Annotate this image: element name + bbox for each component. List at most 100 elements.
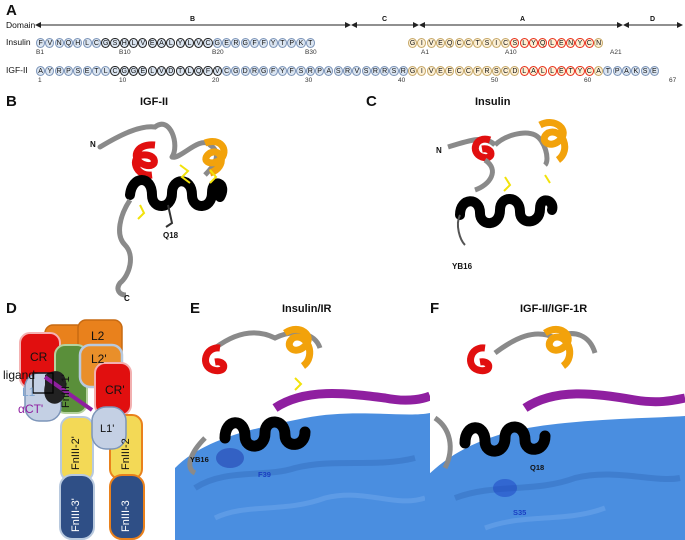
residue-circle: V [156, 66, 167, 76]
residue-circle: C [454, 38, 464, 48]
residue-circle: E [82, 66, 92, 76]
residue-circle: V [426, 38, 436, 48]
residue-circle: G [240, 38, 250, 48]
residue-circle: H [73, 38, 83, 48]
residue-circle: V [352, 66, 362, 76]
ins-b1-number: B1 [36, 49, 44, 56]
domain-arrows [35, 22, 683, 28]
residue-circle: A [621, 66, 632, 76]
igf2-igf1r-complex [425, 325, 685, 540]
receptor-label-fn1-prime: FnIII-1' [60, 374, 72, 408]
receptor-label-l2: L2 [91, 329, 105, 343]
insulin-cartoon-structure [447, 119, 569, 246]
residue-circle: F [259, 38, 269, 48]
igf-num-67: 67 [669, 77, 677, 84]
residue-circle: L [547, 38, 557, 48]
residue-circle: C [501, 38, 511, 48]
residue-circle: G [408, 66, 418, 76]
residue-circle: D [166, 66, 176, 76]
insulin-row-label: Insulin [6, 37, 31, 47]
domain-b-label: B [190, 16, 196, 23]
receptor-label-l1-prime: L1' [100, 423, 115, 435]
residue-circle: P [315, 66, 325, 76]
residue-circle: T [473, 38, 483, 48]
ins-b10-number: B10 [119, 49, 131, 56]
residue-circle: Q [63, 38, 74, 48]
residue-circle: A [36, 66, 46, 76]
residue-circle: R [380, 66, 390, 76]
residue-circle: E [556, 38, 566, 48]
residue-circle: C [222, 66, 232, 76]
residue-circle: Q [538, 38, 548, 48]
receptor-label-fn2: FnIII-2 [120, 438, 132, 470]
residue-circle: T [277, 38, 287, 48]
residue-circle: F [36, 38, 46, 48]
domain-row-label: Domain [6, 20, 36, 30]
residue-circle: G [129, 66, 139, 76]
residue-circle: S [333, 66, 343, 76]
residue-circle: T [603, 66, 613, 76]
residue-circle: A [156, 38, 167, 48]
residue-circle: E [435, 38, 446, 48]
residue-circle: V [45, 38, 55, 48]
ins-a21-number: A21 [610, 49, 622, 56]
residue-circle: D [240, 66, 250, 76]
residue-circle: Y [528, 38, 539, 48]
residue-circle: C [463, 66, 473, 76]
igf2-cartoon-structure [97, 121, 228, 298]
residue-circle: L [547, 66, 557, 76]
residue-circle: N [566, 38, 576, 48]
residue-circle: A [528, 66, 539, 76]
panel-e-title: Insulin/IR [282, 303, 332, 315]
residue-circle: Y [268, 38, 278, 48]
panel-f-title: IGF-II/IGF-1R [520, 303, 588, 315]
residue-circle: I [491, 38, 501, 48]
residue-circle: G [101, 38, 111, 48]
residue-circle: L [166, 38, 176, 48]
residue-circle: E [138, 66, 148, 76]
ins-a10-number: A10 [505, 49, 517, 56]
receptor-schematic [19, 319, 145, 540]
panel-label-e: E [190, 300, 201, 317]
residue-circle: R [342, 66, 353, 76]
residue-circle: F [268, 66, 278, 76]
residue-circle: G [259, 66, 269, 76]
legend-ligand: ligand [3, 368, 36, 382]
residue-circle: Y [277, 66, 287, 76]
igf2-igf1r-s35-label: S35 [513, 508, 527, 517]
domain-a-label: A [520, 16, 526, 23]
residue-circle: L [184, 38, 194, 48]
residue-circle: C [91, 38, 101, 48]
residue-circle: V [138, 38, 148, 48]
panel-label-c: C [366, 93, 377, 110]
residue-circle: N [594, 38, 604, 48]
residue-circle: R [249, 66, 260, 76]
residue-circle: T [566, 66, 576, 76]
insulin-ir-f39-label: F39 [258, 470, 271, 479]
residue-circle: R [370, 66, 380, 76]
residue-circle: C [584, 38, 594, 48]
residue-circle: V [426, 66, 436, 76]
ins-a1-number: A1 [421, 49, 429, 56]
igf-num-1: 1 [38, 77, 42, 84]
ins-b20-number: B20 [212, 49, 224, 56]
receptor-label-l2-prime: L2' [91, 352, 107, 366]
residue-circle: Y [45, 66, 55, 76]
igf-num-20: 20 [212, 77, 220, 84]
residue-circle: C [203, 38, 213, 48]
residue-circle: F [203, 66, 213, 76]
residue-circle: L [82, 38, 92, 48]
residue-circle: V [194, 38, 204, 48]
receptor-label-fn2-prime: FnIII-2' [70, 436, 82, 470]
residue-circle: Q [445, 38, 455, 48]
residue-circle: K [296, 38, 306, 48]
residue-circle: S [389, 66, 399, 76]
panel-label-d: D [6, 300, 17, 317]
residue-circle: L [538, 66, 548, 76]
residue-circle: E [435, 66, 446, 76]
ins-b30-number: B30 [305, 49, 317, 56]
igf2-row-label: IGF-II [6, 65, 28, 75]
residue-circle: C [463, 38, 473, 48]
residue-circle: L [519, 38, 529, 48]
igf2-c-terminus-label: C [124, 294, 130, 303]
